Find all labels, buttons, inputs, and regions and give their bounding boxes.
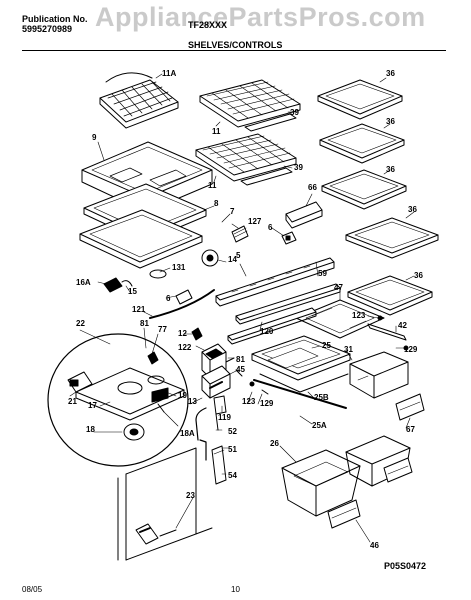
callout-54: 54 [228, 471, 237, 480]
callout-77: 77 [158, 325, 167, 334]
callout-6: 6 [268, 223, 273, 232]
callout-25: 25 [322, 341, 331, 350]
publication-number: 5995270989 [22, 24, 73, 34]
control-housing-9-8-7 [79, 141, 213, 269]
cabinet-outline [117, 447, 213, 561]
header-rule [22, 50, 446, 51]
wire-shelf-11-lower [195, 133, 297, 186]
callout-59: 59 [318, 269, 327, 278]
ice-tray-11a [99, 72, 179, 129]
callout-123: 123 [352, 311, 366, 320]
callout-6: 6 [166, 294, 171, 303]
trim-66 [285, 201, 323, 223]
watermark: AppliancePartsPros.com [95, 2, 426, 32]
bottom-drawers-26 [281, 435, 413, 529]
callout-8: 8 [214, 199, 219, 208]
callout-13: 13 [188, 397, 197, 406]
callout-31: 31 [344, 345, 353, 354]
callout-7: 7 [230, 207, 235, 216]
footer-page-number: 10 [231, 585, 240, 594]
callout-36: 36 [386, 117, 395, 126]
callout-36: 36 [408, 205, 417, 214]
rails-5-59 [215, 257, 341, 325]
model-number: TF28XXX [188, 20, 228, 30]
callout-129: 129 [260, 399, 274, 408]
callout-11: 11 [208, 181, 217, 190]
callout-119: 119 [218, 413, 231, 422]
callout-67: 67 [406, 425, 415, 434]
callout-39: 39 [290, 108, 299, 117]
callout-11a: 11A [162, 69, 176, 78]
callout-17: 17 [88, 401, 97, 410]
callout-25a: 25A [312, 421, 327, 430]
callout-18: 18 [86, 425, 95, 434]
glass-insert-47 [295, 299, 385, 339]
callout-26: 26 [270, 439, 279, 448]
callout-36: 36 [386, 69, 395, 78]
rail-42 [367, 323, 407, 341]
section-title: SHELVES/CONTROLS [188, 40, 283, 50]
callout-52: 52 [228, 427, 237, 436]
cold-control-assembly [191, 327, 243, 399]
callout-81: 81 [140, 319, 149, 328]
callout-45: 45 [236, 365, 245, 374]
air-duct-parts [195, 395, 227, 485]
callout-18a: 18A [180, 429, 195, 438]
callout-14: 14 [228, 255, 237, 264]
callout-9: 9 [92, 133, 97, 142]
callout-46: 46 [370, 541, 379, 550]
footer-date: 08/05 [22, 585, 43, 594]
callout-66: 66 [308, 183, 317, 192]
callout-121: 121 [132, 305, 146, 314]
callout-51: 51 [228, 445, 237, 454]
detail-circle [47, 333, 189, 467]
callout-25b: 25B [314, 393, 329, 402]
callout-12: 12 [178, 329, 187, 338]
callout-47: 47 [334, 283, 343, 292]
crisper-drawer-31 [349, 351, 409, 399]
callout-129: 129 [404, 345, 418, 354]
wire-shelf-11-upper [199, 79, 301, 132]
drawer-front-67 [395, 393, 425, 421]
glass-shelves-36 [317, 79, 439, 316]
callout-131: 131 [172, 263, 186, 272]
callout-120: 120 [260, 327, 274, 336]
callout-11: 11 [212, 127, 221, 136]
callout-81: 81 [236, 355, 245, 364]
callout-39: 39 [294, 163, 303, 172]
callout-19: 19 [178, 391, 187, 400]
callout-36: 36 [386, 165, 395, 174]
publication-label: Publication No. [22, 14, 88, 24]
callout-5: 5 [236, 251, 241, 260]
callout-122: 122 [178, 343, 192, 352]
callout-21: 21 [68, 397, 77, 406]
leader-lines [69, 73, 415, 543]
thermostat-parts [201, 225, 297, 267]
callout-36: 36 [414, 271, 423, 280]
callout-127: 127 [248, 217, 262, 226]
callout-23: 23 [186, 491, 195, 500]
diagram-code: P05S0472 [384, 561, 427, 571]
callout-16a: 16A [76, 278, 91, 287]
callout-123: 123 [242, 397, 256, 406]
left-small-parts [103, 269, 215, 319]
callout-15: 15 [128, 287, 137, 296]
callout-22: 22 [76, 319, 85, 328]
callout-42: 42 [398, 321, 407, 330]
crisper-frame-25 [249, 335, 351, 409]
